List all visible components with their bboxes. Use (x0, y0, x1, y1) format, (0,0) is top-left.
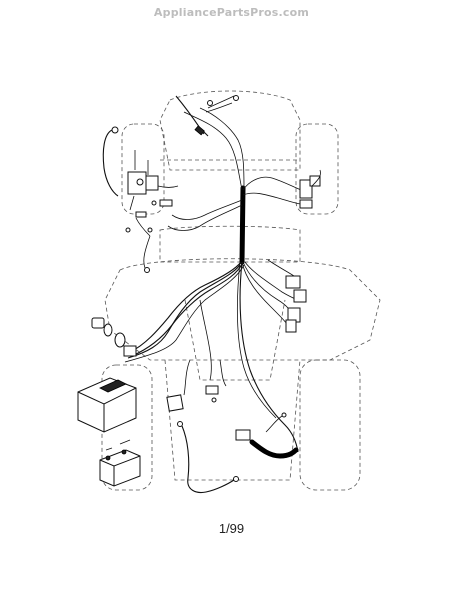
ignition-switch-assembly (102, 126, 179, 273)
cable-28 (177, 421, 239, 494)
harness-top (175, 95, 239, 137)
battery (99, 439, 141, 487)
page-number: 1/99 (218, 521, 245, 536)
battery-box (77, 377, 137, 433)
watermark: AppliancePartsPros.com (153, 6, 310, 19)
mid-left-parts (91, 317, 137, 357)
seat-switch (166, 385, 219, 412)
right-connectors (285, 169, 321, 333)
harness-29 (235, 412, 299, 459)
